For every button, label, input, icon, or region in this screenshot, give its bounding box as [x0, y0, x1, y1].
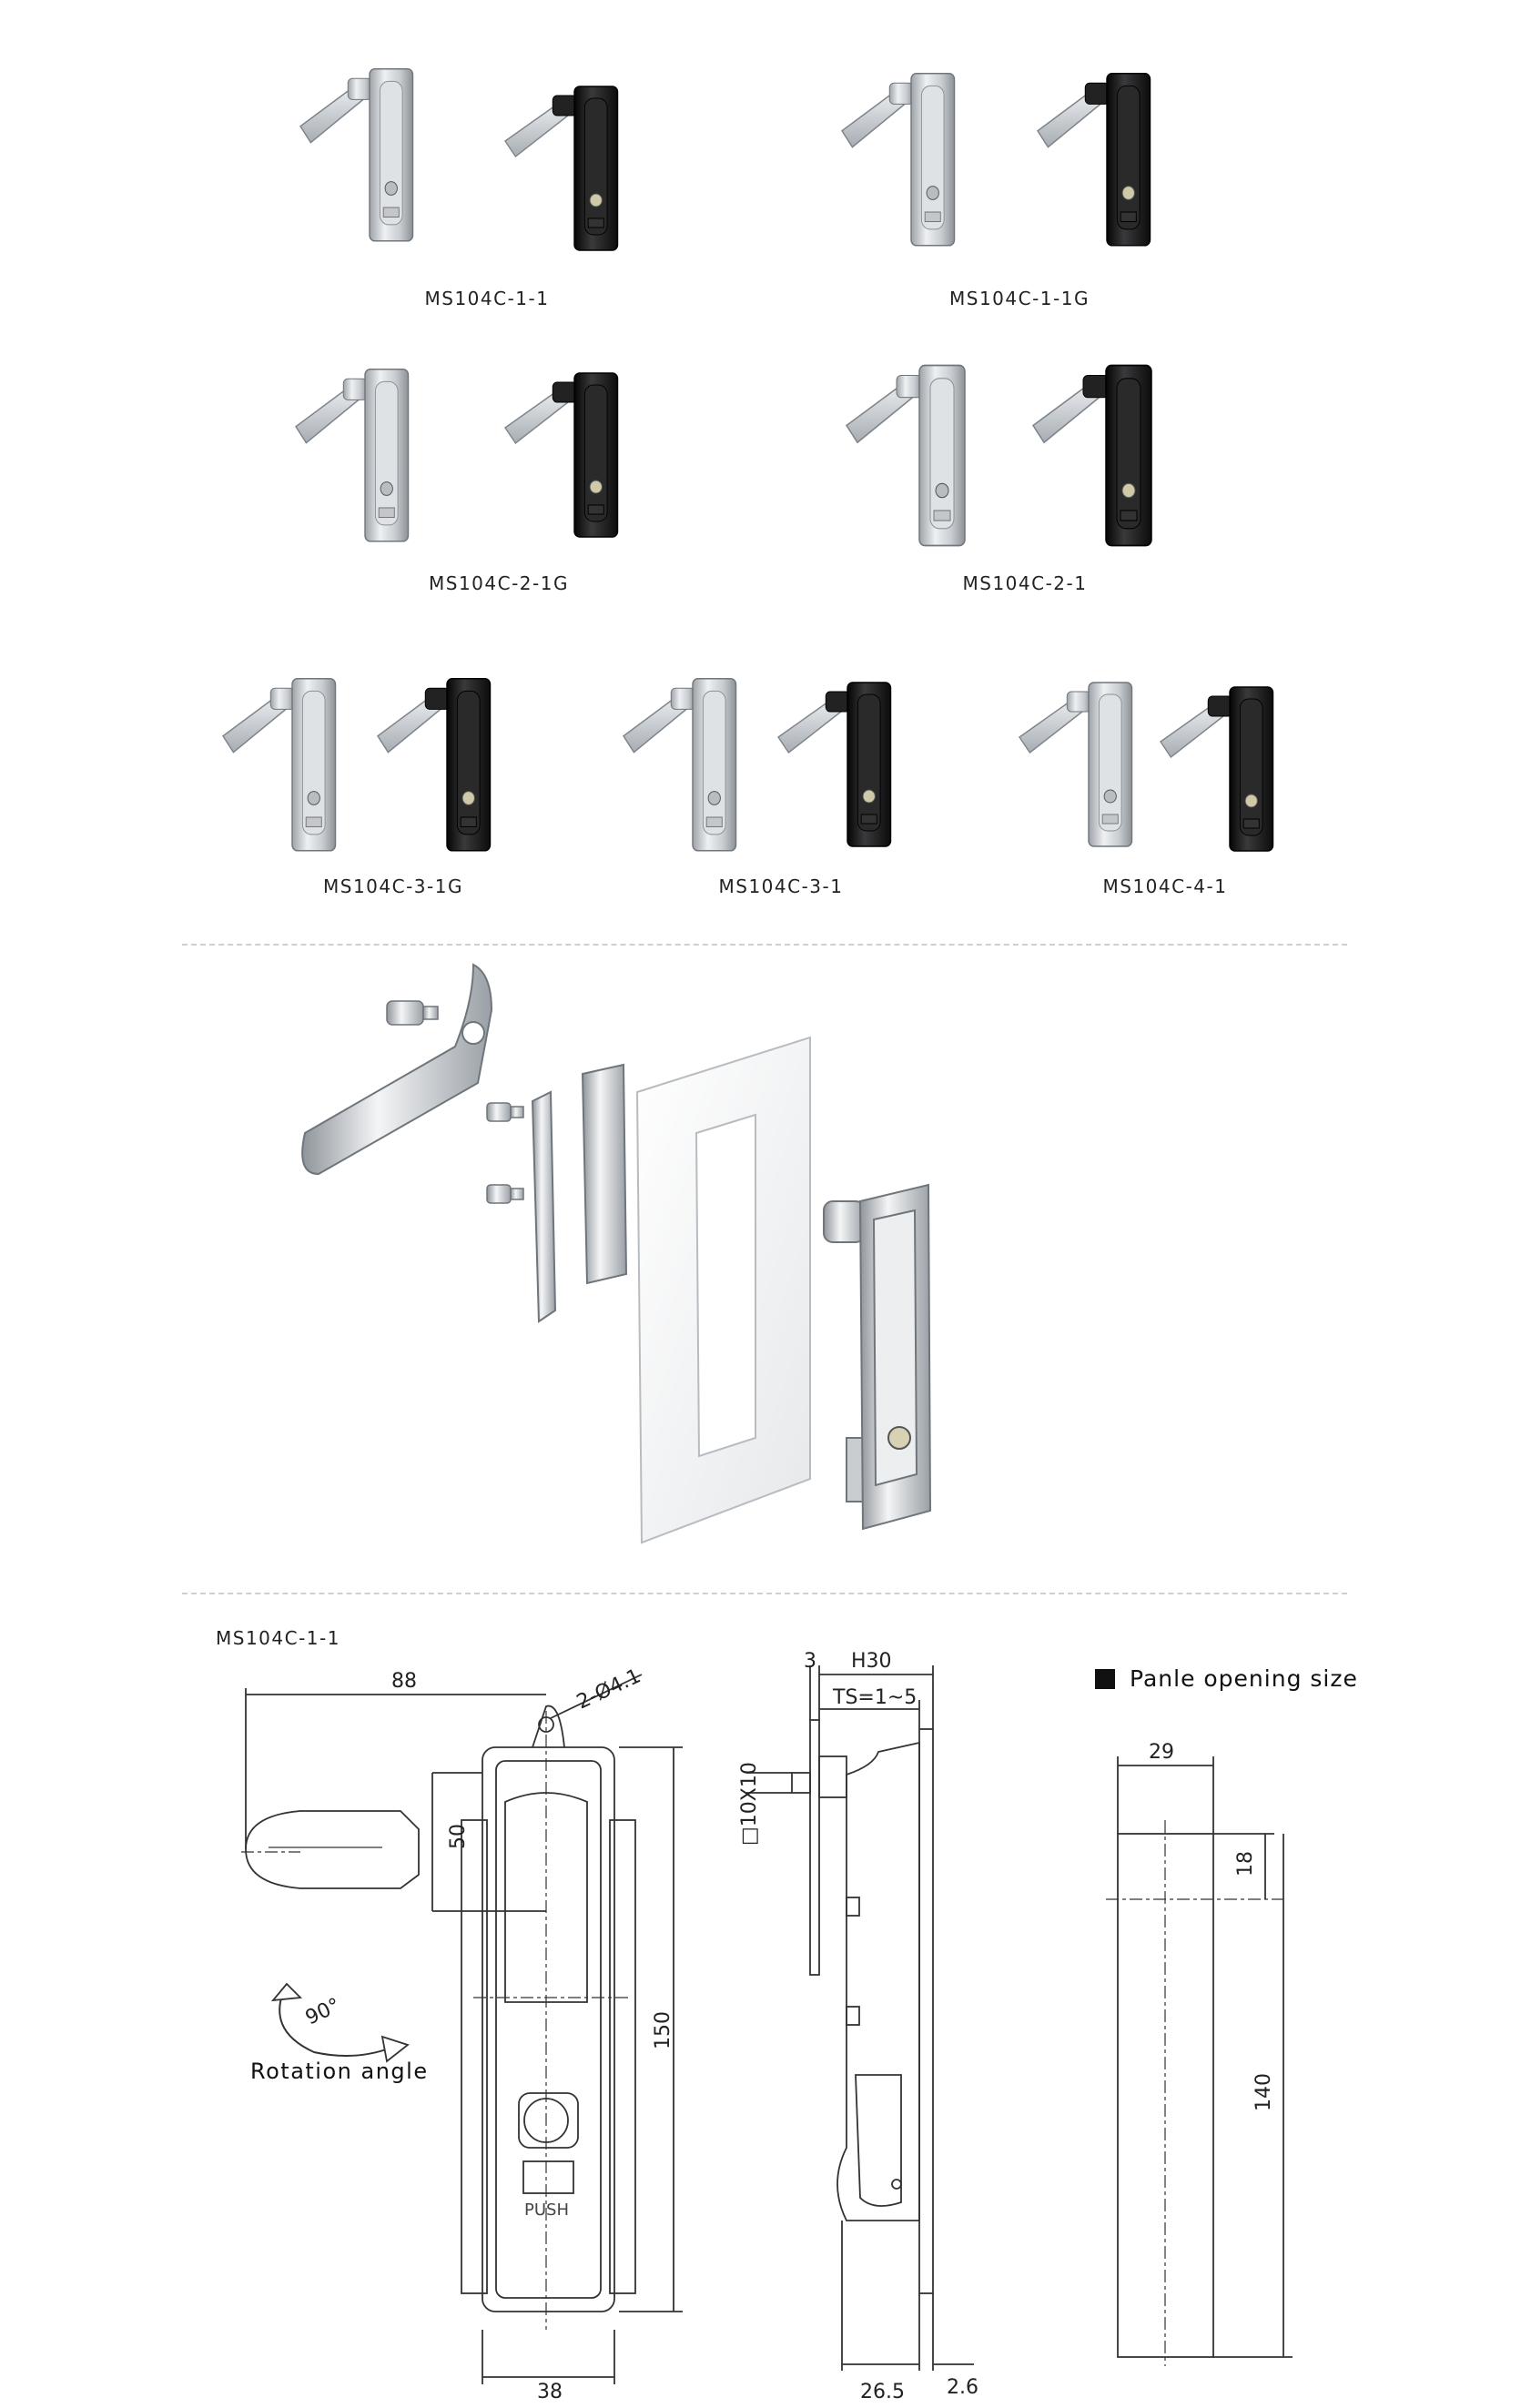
product-image-ms104c-2-1g [295, 368, 619, 542]
dim-3: 3 [804, 1650, 816, 1673]
opening-size-legend: Panle opening size [1095, 1665, 1358, 1692]
lock-body [823, 1183, 932, 1531]
product-image-ms104c-2-1 [846, 364, 1152, 547]
bracket-front [531, 1090, 557, 1323]
drawing-model-label: MS104C-1-1 [216, 1627, 340, 1649]
dim-88: 88 [391, 1670, 417, 1693]
dim-ts: TS=1~5 [832, 1686, 917, 1709]
legend-square-icon [1095, 1669, 1115, 1689]
dim-2-6: 2.6 [947, 2376, 978, 2399]
side-view [746, 1665, 974, 2371]
product-image-ms104c-3-1 [623, 677, 892, 852]
dim-26-5: 26.5 [860, 2381, 905, 2403]
dim-18: 18 [1234, 1851, 1257, 1877]
dim-holes: 2-Ø4.1 [573, 1664, 644, 1714]
caption-ms104c-2-1: MS104C-2-1 [962, 572, 1088, 594]
screw-mid [486, 1102, 524, 1122]
opening-view [1106, 1756, 1293, 2366]
dim-50: 50 [447, 1824, 470, 1849]
dim-38: 38 [537, 2381, 563, 2403]
front-view [241, 1674, 683, 2384]
rotation-angle-label: Rotation angle [250, 2059, 429, 2084]
dim-150: 150 [652, 2011, 674, 2049]
section-divider [182, 944, 1347, 946]
door-panel [635, 1036, 811, 1544]
dim-h30: H30 [851, 1650, 892, 1673]
technical-drawing: 88 2-Ø4.1 50 150 38 90° PUSH 3 H30 TS=1~… [241, 1650, 1293, 2403]
bracket-back [581, 1063, 628, 1285]
rotation-degrees: 90° [302, 1994, 344, 2029]
caption-ms104c-1-1g: MS104C-1-1G [949, 288, 1090, 309]
caption-ms104c-4-1: MS104C-4-1 [1102, 875, 1228, 897]
caption-ms104c-1-1: MS104C-1-1 [424, 288, 550, 309]
caption-ms104c-2-1g: MS104C-2-1G [429, 572, 569, 594]
push-text: PUSH [524, 2201, 569, 2220]
caption-ms104c-3-1: MS104C-3-1 [718, 875, 844, 897]
opening-size-title: Panle opening size [1130, 1665, 1358, 1692]
product-image-ms104c-1-1 [299, 67, 619, 251]
section-divider-2 [182, 1593, 1347, 1594]
caption-ms104c-3-1g: MS104C-3-1G [323, 875, 463, 897]
screw-low [486, 1184, 524, 1204]
exploded-view [301, 963, 932, 1544]
product-image-ms104c-1-1g [841, 72, 1151, 247]
product-image-ms104c-4-1 [1019, 682, 1274, 852]
product-gallery [222, 67, 1274, 852]
dim-140: 140 [1252, 2073, 1275, 2111]
dim-29: 29 [1149, 1741, 1174, 1764]
cam-arm [301, 963, 493, 1176]
screw-top [386, 1000, 439, 1026]
dim-square: □10X10 [738, 1762, 761, 1846]
product-image-ms104c-3-1g [222, 677, 492, 852]
